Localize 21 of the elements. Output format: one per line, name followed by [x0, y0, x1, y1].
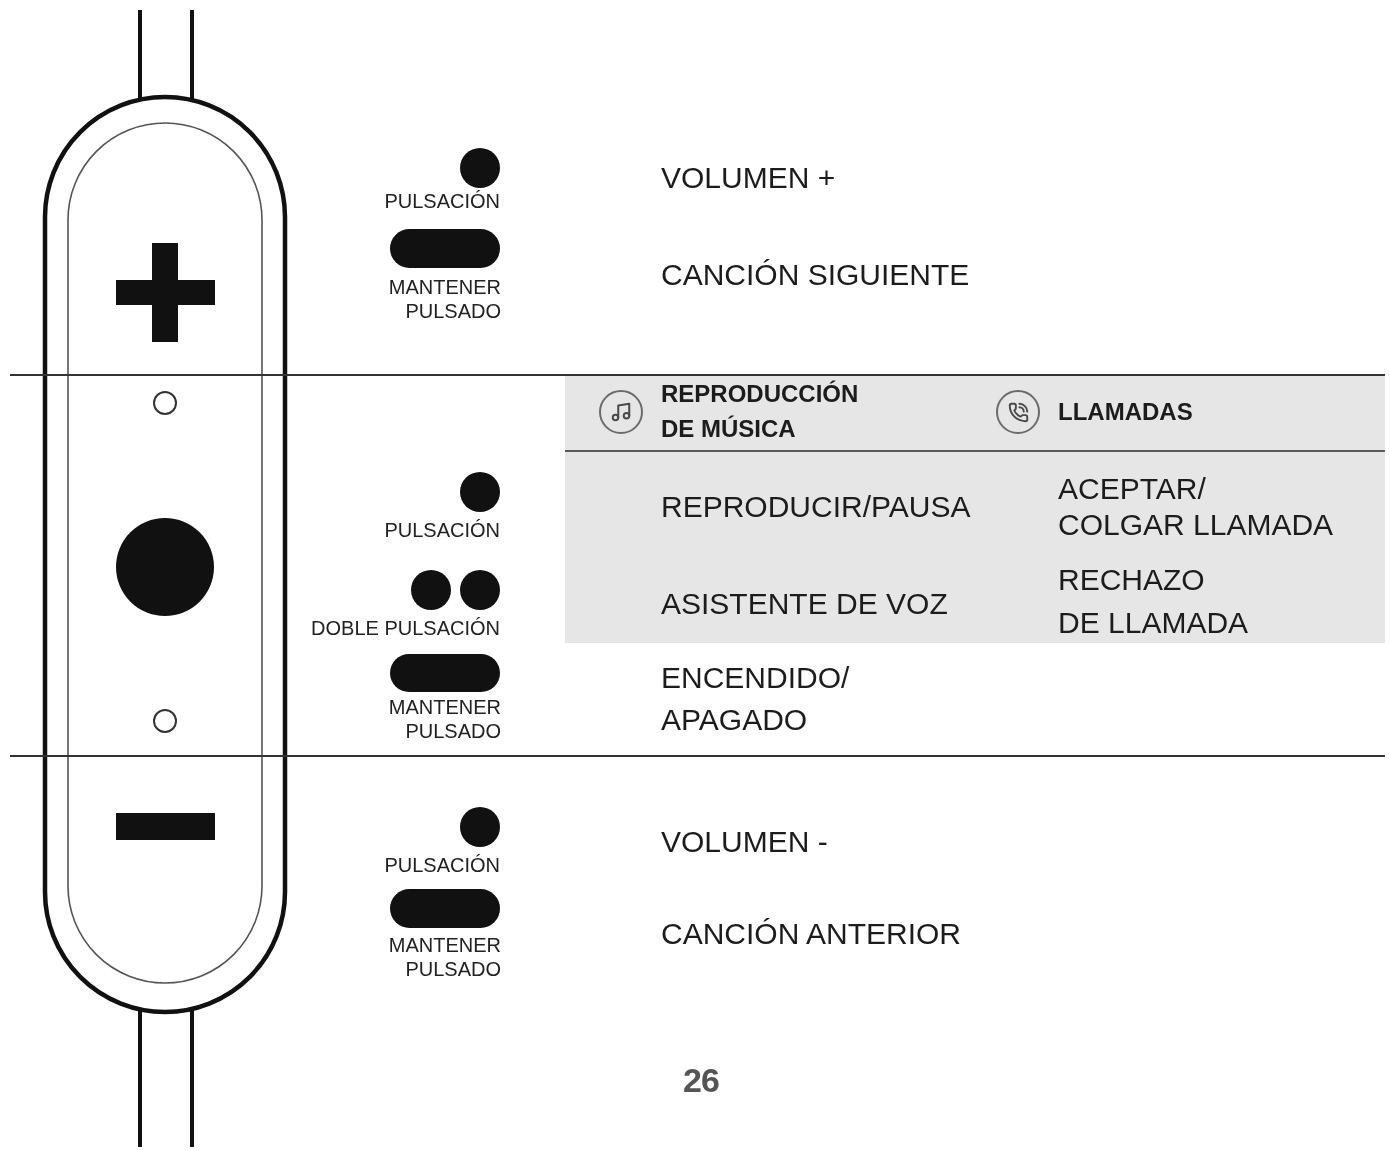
- press-type-caption: PULSACIÓN: [384, 853, 500, 877]
- function-text: ACEPTAR/ COLGAR LLAMADA: [1058, 471, 1334, 543]
- function-text: CANCIÓN SIGUIENTE: [661, 257, 970, 293]
- table-band: [565, 452, 1385, 643]
- header-band: [565, 376, 1385, 452]
- function-text: REPRODUCIR/PAUSA: [661, 489, 971, 525]
- press-type-caption: MANTENER PULSADO: [388, 695, 501, 743]
- function-text: RECHAZO DE LLAMADA: [1058, 562, 1249, 641]
- press-type-caption: PULSACIÓN: [384, 189, 500, 213]
- press-type-caption: PULSACIÓN: [384, 518, 500, 542]
- function-text: VOLUMEN -: [661, 824, 828, 860]
- function-text: ENCENDIDO/ APAGADO: [661, 660, 850, 738]
- function-text: CANCIÓN ANTERIOR: [661, 916, 962, 952]
- column-heading: REPRODUCCIÓN DE MÚSICA: [661, 379, 859, 444]
- function-text: ASISTENTE DE VOZ: [661, 586, 948, 622]
- function-text: VOLUMEN +: [661, 160, 836, 196]
- press-type-caption: DOBLE PULSACIÓN: [311, 616, 500, 640]
- press-type-caption: MANTENER PULSADO: [388, 933, 501, 981]
- press-type-caption: MANTENER PULSADO: [388, 275, 501, 323]
- column-heading: LLAMADAS: [1058, 397, 1193, 427]
- page-number: 26: [682, 1060, 720, 1101]
